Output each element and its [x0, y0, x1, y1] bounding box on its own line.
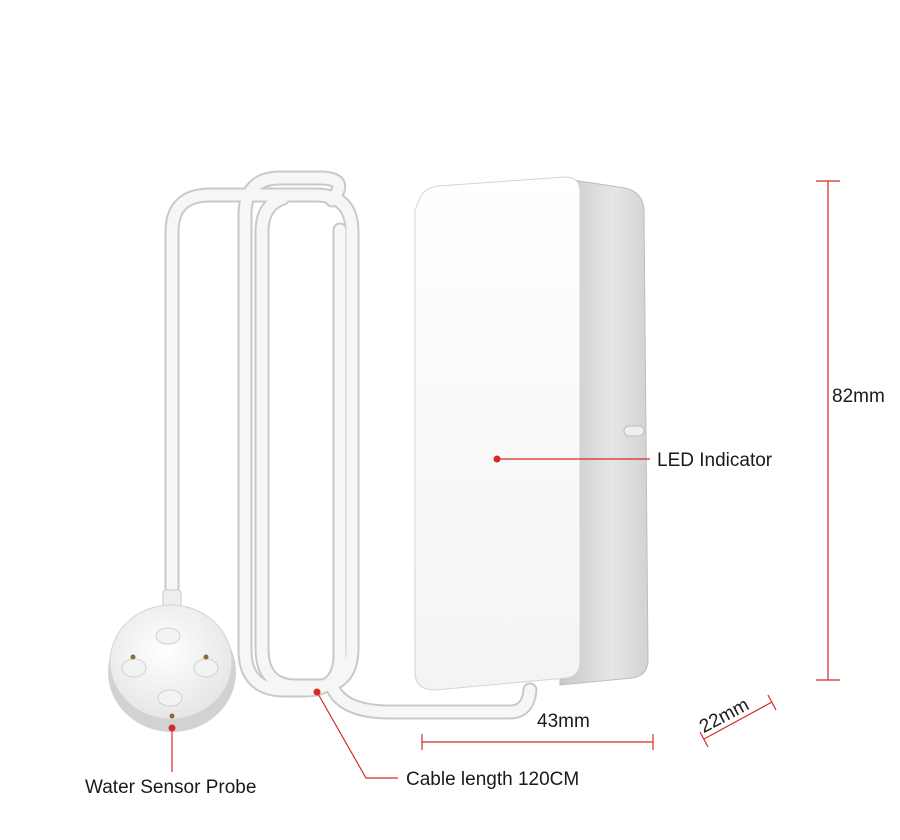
- cable-pointer-dot: [313, 688, 321, 696]
- annotation-dots: [168, 455, 501, 732]
- led-indicator-label: LED Indicator: [657, 450, 773, 471]
- sensor-cable: [164, 170, 538, 720]
- depth-dimension-label: 22mm: [696, 694, 752, 737]
- width-dimension-label: 43mm: [537, 711, 590, 732]
- probe-pointer-dot: [168, 724, 176, 732]
- height-dimension-label: 82mm: [832, 386, 885, 407]
- sensor-body: [414, 176, 649, 691]
- cable-length-label: Cable length 120CM: [406, 769, 580, 790]
- water-sensor-probe-label: Water Sensor Probe: [85, 777, 257, 798]
- led-indicator-window: [623, 425, 645, 437]
- water-sensor-probe: [108, 589, 236, 732]
- annotation-lines: [171, 180, 840, 779]
- led-pointer-dot: [493, 455, 501, 463]
